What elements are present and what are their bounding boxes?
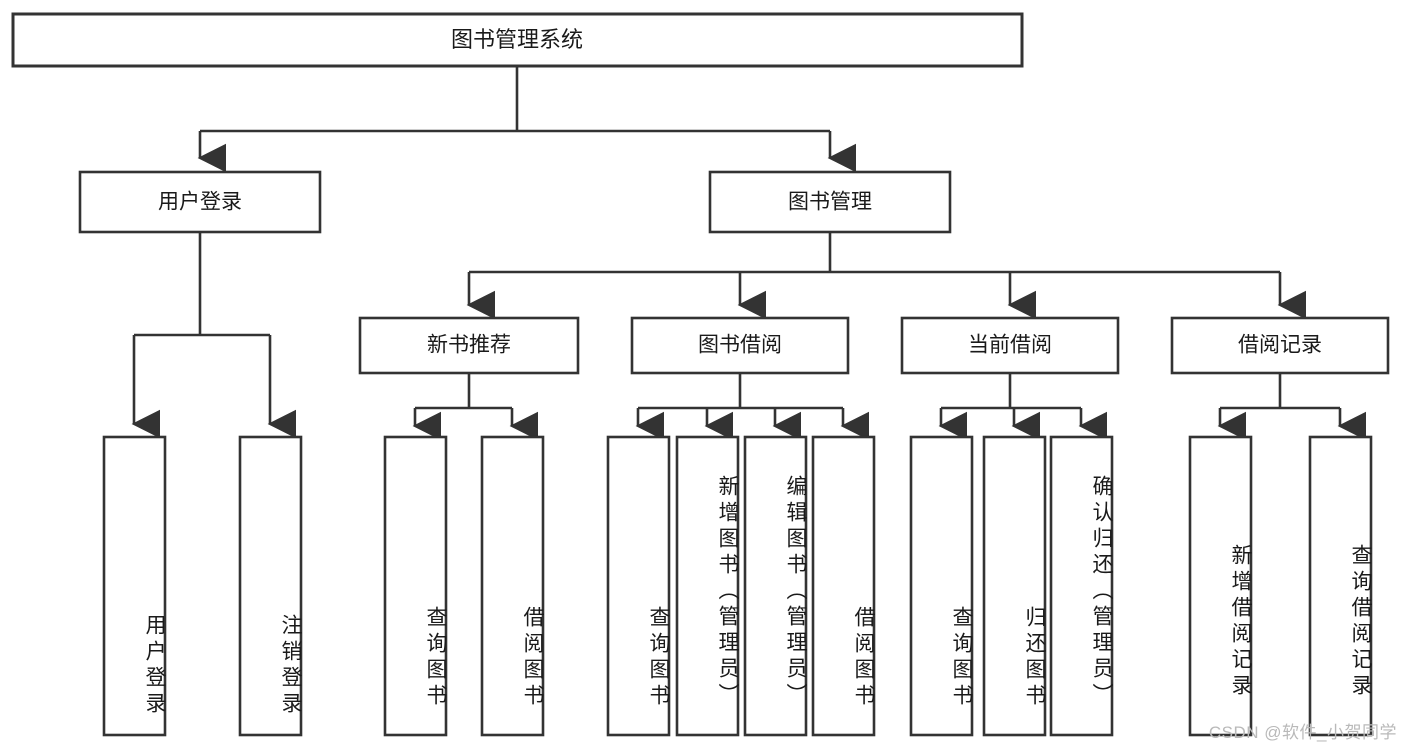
node-new-book-recommend[interactable]: 新书推荐: [358, 316, 580, 375]
node-borrow-records-label: 借阅记录: [1238, 334, 1322, 357]
node-current-borrow-box[interactable]: [900, 316, 1120, 375]
node-book-management[interactable]: 图书管理: [708, 170, 952, 234]
leaf-box-query-borrow-record[interactable]: [1308, 435, 1373, 737]
leaf-box-add-borrow-record[interactable]: [1188, 435, 1253, 737]
csdn-watermark: CSDN @软件_小贺同学: [1208, 723, 1397, 742]
connector-group-current: [938, 373, 1108, 441]
connector-group-borrow: [635, 373, 870, 441]
node-borrow-records[interactable]: 借阅记录: [1170, 316, 1390, 375]
leaf-box-user-login[interactable]: [102, 435, 167, 737]
node-user-login-label: 用户登录: [158, 191, 242, 214]
node-book-management-box[interactable]: [708, 170, 952, 234]
connector-group-book-mgmt: [466, 232, 1307, 320]
leaf-box-confirm-return-admin[interactable]: [1049, 435, 1114, 737]
node-book-borrow-label: 图书借阅: [698, 334, 782, 357]
node-new-book-recommend-label: 新书推荐: [427, 334, 511, 357]
leaf-box-return-book[interactable]: [982, 435, 1047, 737]
leaf-box-query-book-current[interactable]: [909, 435, 974, 737]
node-user-login-box[interactable]: [78, 170, 322, 234]
node-current-borrow[interactable]: 当前借阅: [900, 316, 1120, 375]
node-root-label: 图书管理系统: [451, 27, 583, 52]
leaf-box-borrow-book-new[interactable]: [480, 435, 545, 737]
leaf-box-add-book-admin[interactable]: [675, 435, 740, 737]
node-root-box[interactable]: [11, 12, 1024, 68]
connector-group-user-login: [131, 232, 297, 439]
node-borrow-records-box[interactable]: [1170, 316, 1390, 375]
leaf-box-query-book-new[interactable]: [383, 435, 448, 737]
connector-group-records: [1217, 373, 1367, 441]
leaf-box-group: [102, 435, 1373, 737]
node-root[interactable]: 图书管理系统: [11, 12, 1024, 68]
node-user-login[interactable]: 用户登录: [78, 170, 322, 234]
node-current-borrow-label: 当前借阅: [968, 334, 1052, 357]
node-book-borrow[interactable]: 图书借阅: [630, 316, 850, 375]
node-book-borrow-box[interactable]: [630, 316, 850, 375]
leaf-box-logout[interactable]: [238, 435, 303, 737]
node-book-management-label: 图书管理: [788, 191, 872, 214]
node-new-book-recommend-box[interactable]: [358, 316, 580, 375]
leaf-box-edit-book-admin[interactable]: [743, 435, 808, 737]
leaf-box-borrow-book[interactable]: [811, 435, 876, 737]
connector-group-new-books: [412, 373, 539, 441]
connector-group-root: [197, 66, 857, 173]
leaf-box-query-book-borrow[interactable]: [606, 435, 671, 737]
